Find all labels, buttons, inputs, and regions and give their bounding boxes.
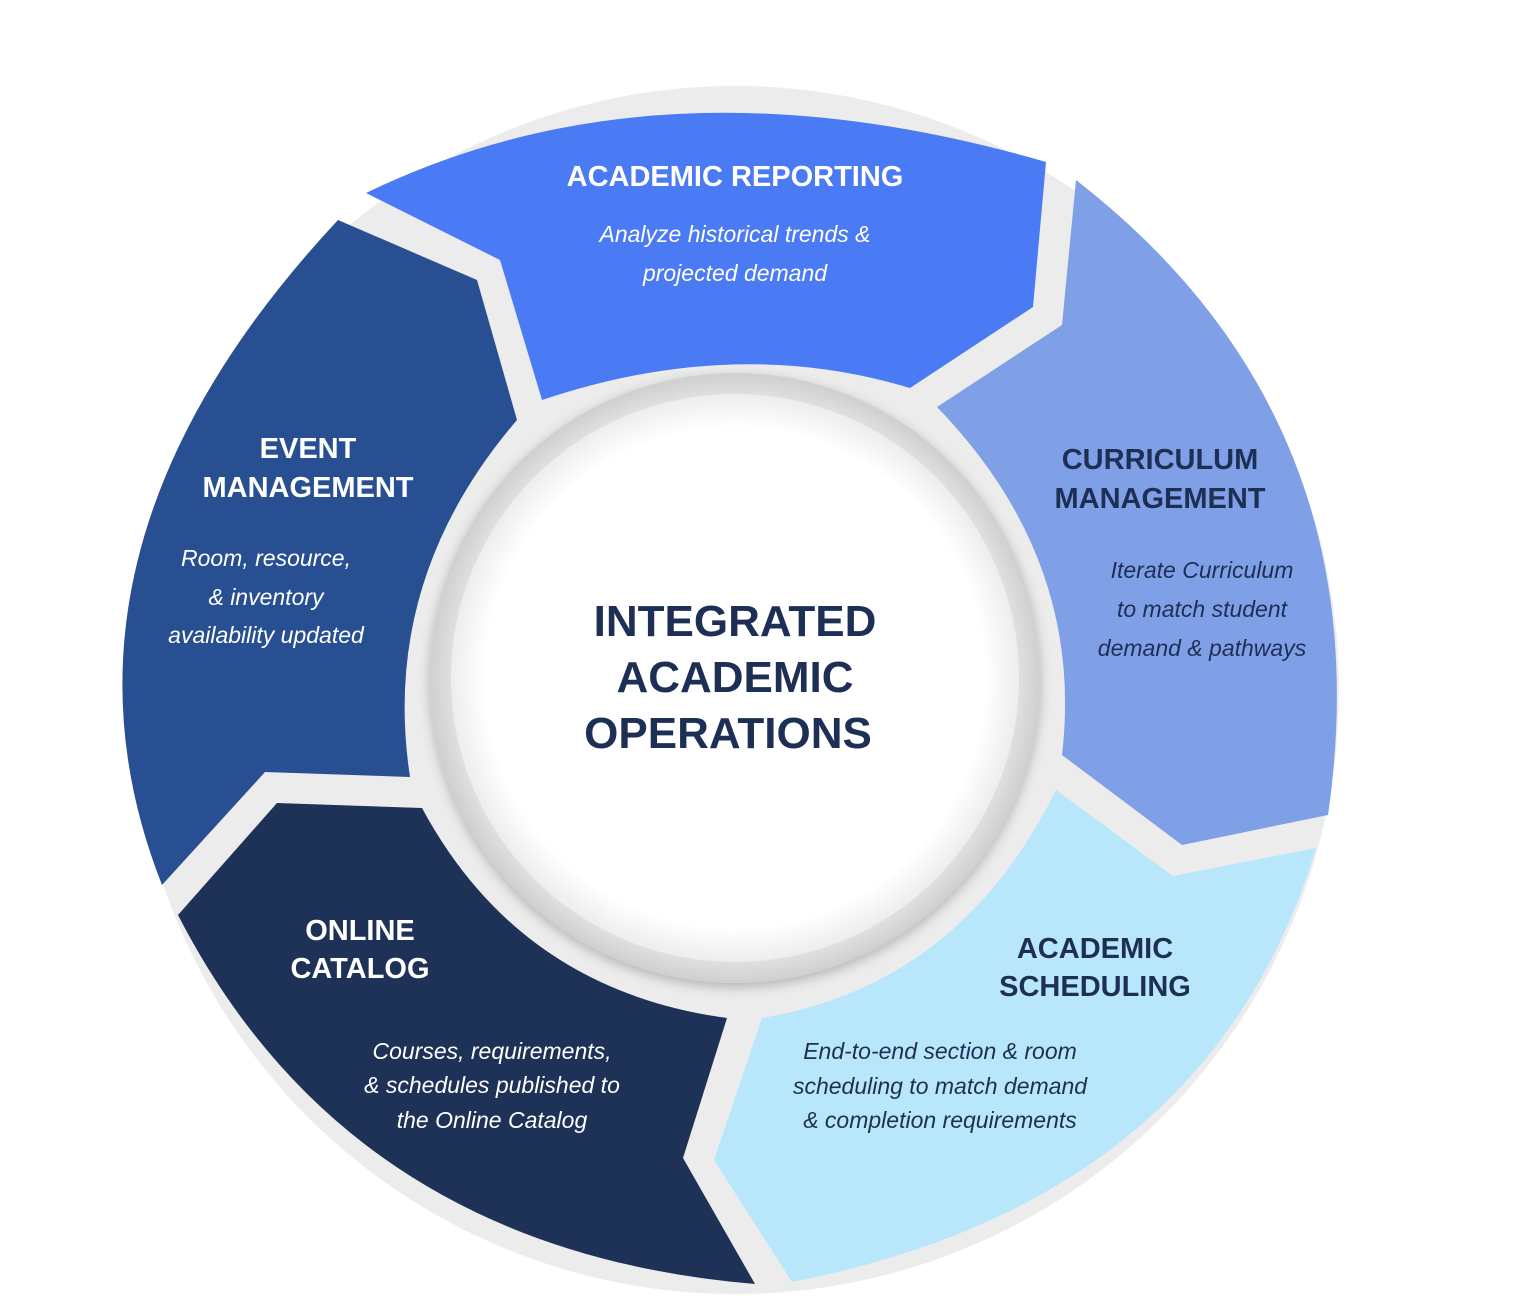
event-management-title-1: EVENT [260,433,357,465]
curriculum-management-desc-2: to match student [1117,596,1289,622]
segment-online-catalog[interactable] [178,803,755,1284]
label-academic-reporting: ACADEMIC REPORTING Analyze historical tr… [567,161,904,286]
online-catalog-desc-1: Courses, requirements, [372,1038,611,1064]
online-catalog-title-2: CATALOG [290,953,429,985]
segment-academic-scheduling[interactable] [714,790,1316,1282]
academic-scheduling-title-1: ACADEMIC [1017,933,1173,965]
curriculum-management-title-2: MANAGEMENT [1054,483,1265,515]
hub-inner-disc [451,394,1019,962]
segment-academic-reporting[interactable] [366,112,1046,401]
segment-curriculum-management[interactable] [937,180,1337,845]
label-academic-scheduling: ACADEMIC SCHEDULING End-to-end section &… [793,933,1191,1133]
academic-scheduling-desc-3: & completion requirements [803,1107,1077,1133]
segment-event-management[interactable] [122,220,517,885]
academic-reporting-desc-2: projected demand [642,260,828,286]
label-curriculum-management: CURRICULUM MANAGEMENT Iterate Curriculum… [1054,444,1306,661]
curriculum-management-title-1: CURRICULUM [1062,444,1259,476]
center-line-3: OPERATIONS [584,709,872,758]
academic-scheduling-desc-2: scheduling to match demand [793,1073,1088,1099]
online-catalog-desc-2: & schedules published to [364,1072,620,1098]
academic-reporting-title: ACADEMIC REPORTING [567,161,904,193]
event-management-desc-3: availability updated [168,622,365,648]
center-line-2: ACADEMIC [616,653,853,702]
academic-scheduling-title-2: SCHEDULING [999,971,1191,1003]
curriculum-management-desc-3: demand & pathways [1098,635,1307,661]
academic-scheduling-desc-1: End-to-end section & room [803,1038,1077,1064]
online-catalog-title-1: ONLINE [305,915,415,947]
label-event-management: EVENT MANAGEMENT Room, resource, & inven… [168,433,414,648]
online-catalog-desc-3: the Online Catalog [397,1107,588,1133]
label-online-catalog: ONLINE CATALOG Courses, requirements, & … [290,915,620,1133]
center-line-1: INTEGRATED [594,597,877,646]
event-management-desc-1: Room, resource, [181,545,351,571]
academic-reporting-desc-1: Analyze historical trends & [597,221,870,247]
center-label: INTEGRATED ACADEMIC OPERATIONS [584,597,876,758]
event-management-title-2: MANAGEMENT [202,472,413,504]
wheel-segments [122,112,1337,1284]
curriculum-management-desc-1: Iterate Curriculum [1111,557,1294,583]
event-management-desc-2: & inventory [208,584,325,610]
